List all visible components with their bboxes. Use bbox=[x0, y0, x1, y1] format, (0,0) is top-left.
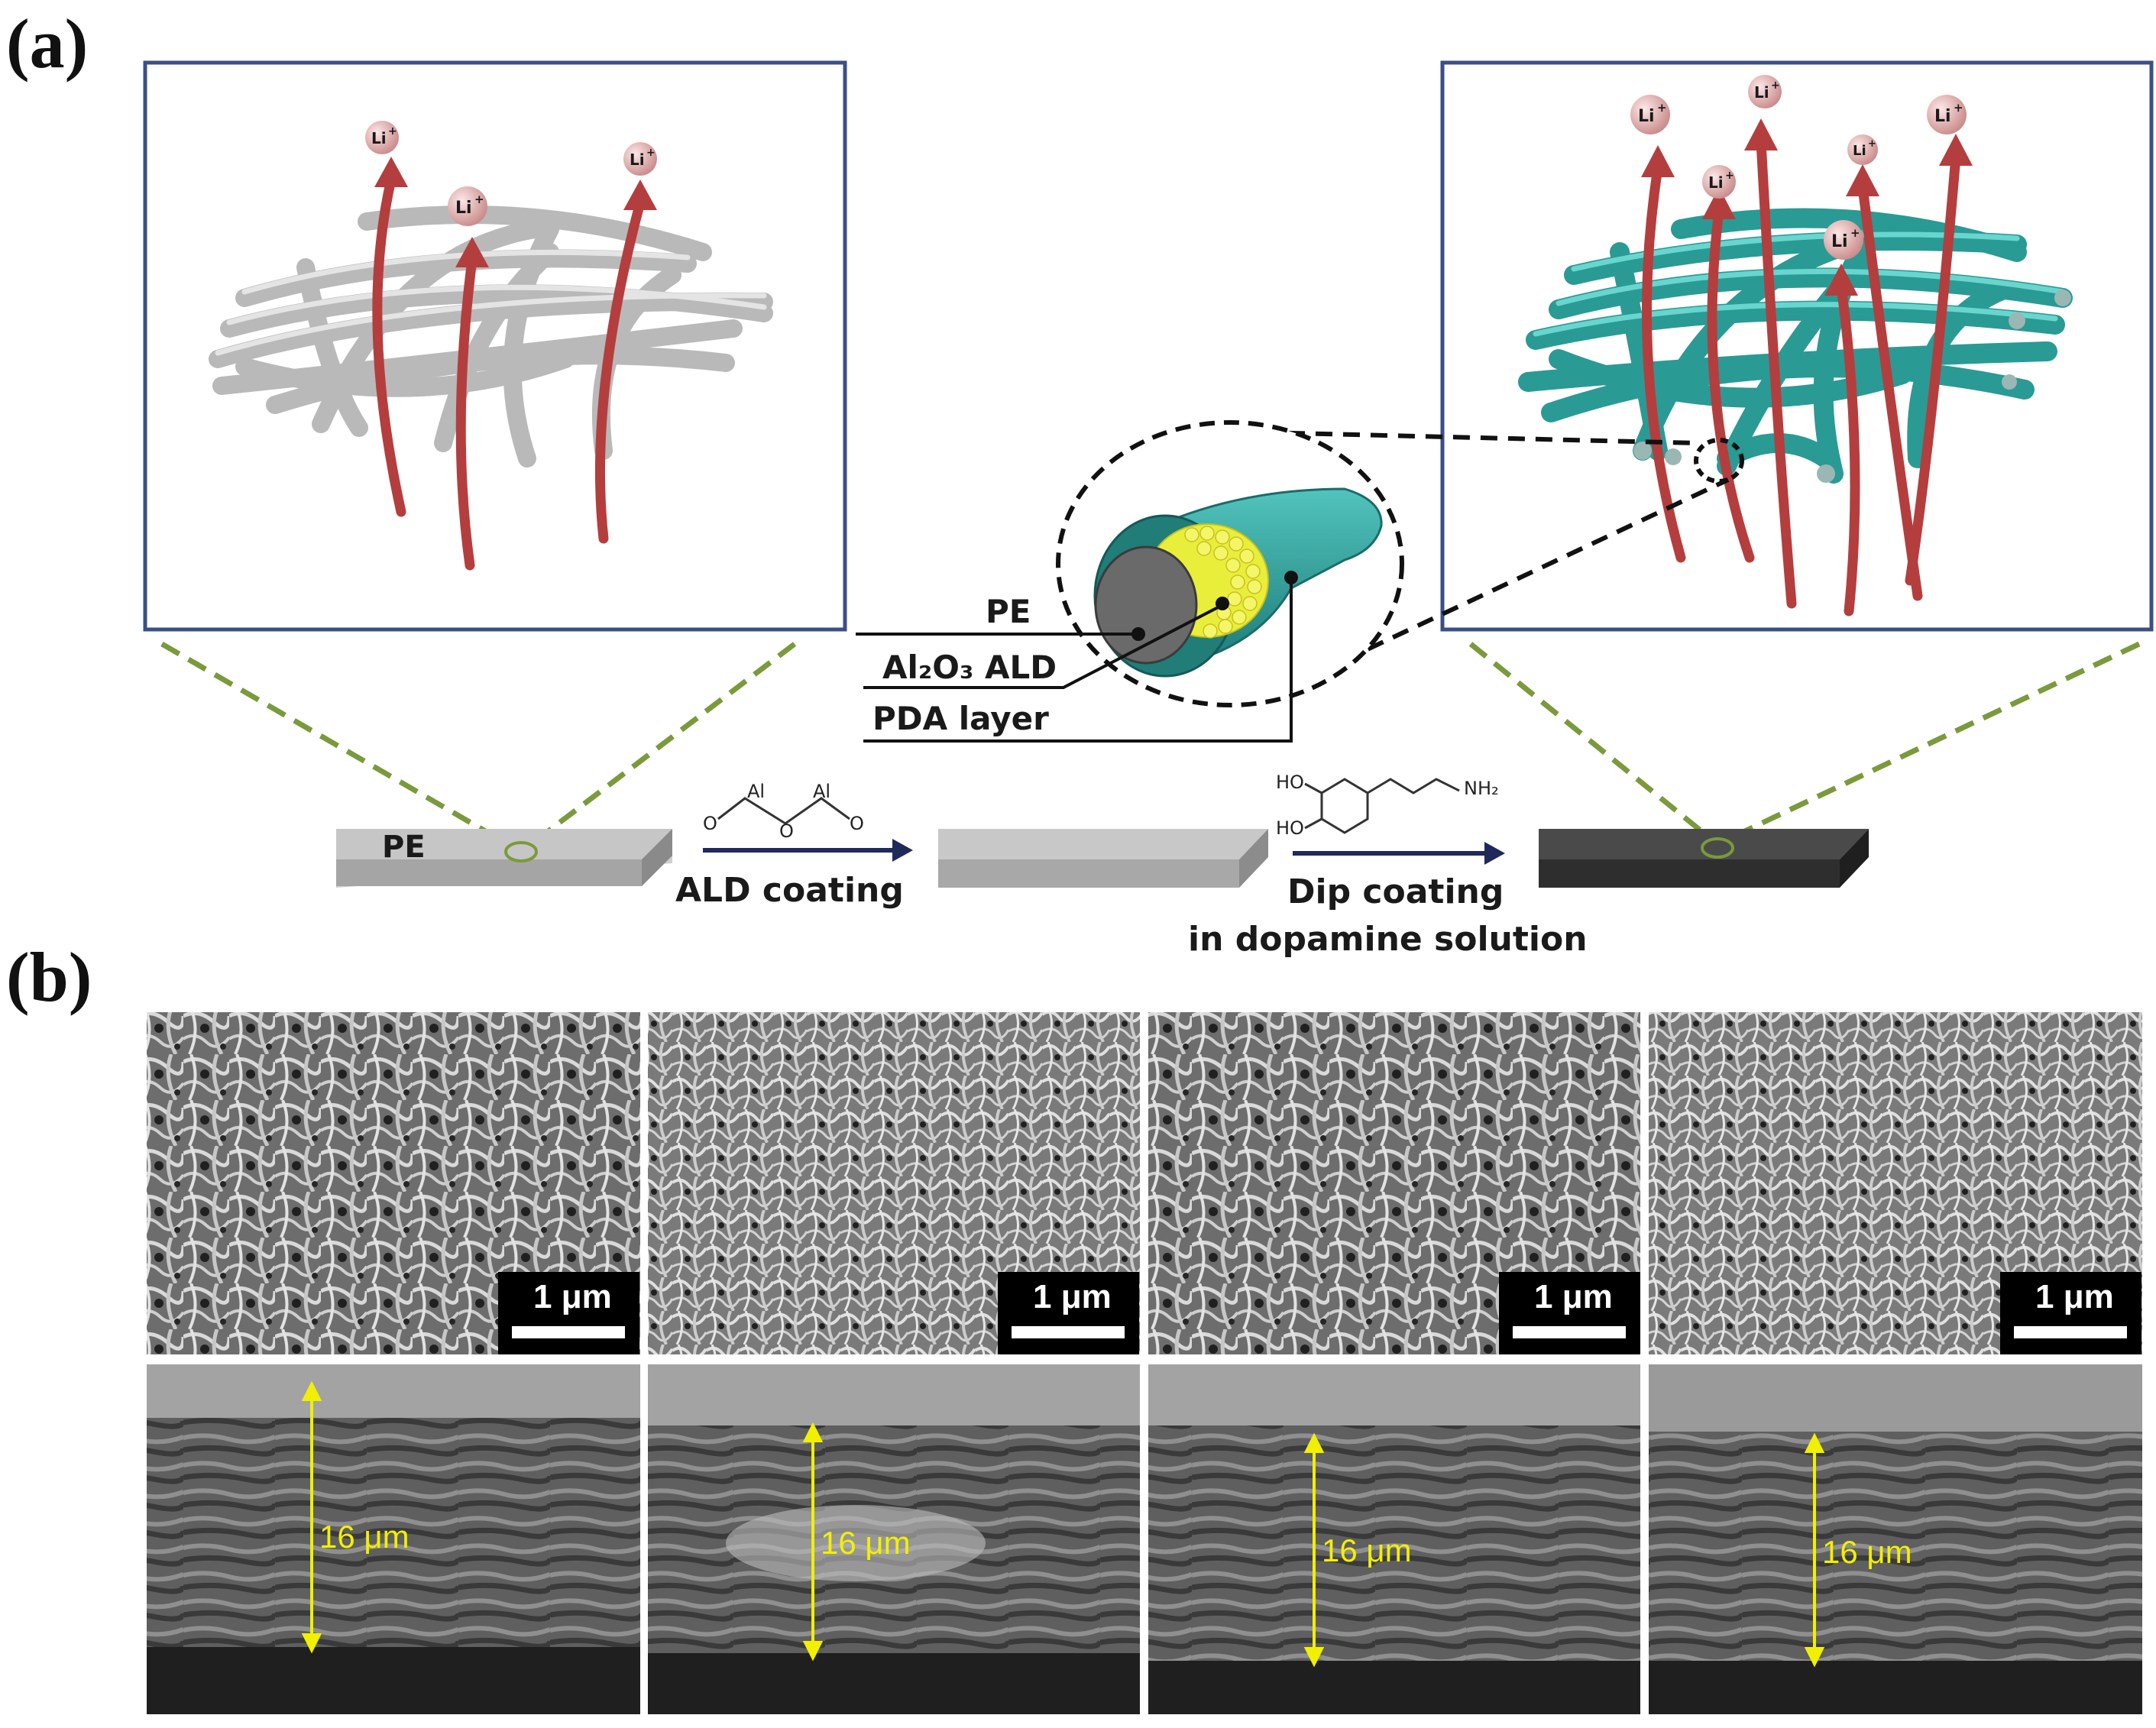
scale-bar bbox=[1513, 1326, 1626, 1338]
zoom-guide-lines bbox=[160, 641, 2141, 855]
li-ion: Li+ bbox=[1927, 95, 1967, 134]
svg-text:Li: Li bbox=[1934, 107, 1951, 126]
coated-fiber-box: Li+ Li+ Li+ Li+ Li+ Li+ bbox=[1440, 60, 2154, 632]
dip-step-arrow bbox=[1293, 842, 1505, 865]
li-ion: Li+ bbox=[1630, 95, 1670, 134]
dopamine-ho-top: HO bbox=[1276, 772, 1304, 793]
sem-surface-row: 1 μm 1 μm 1 μm 1 μm bbox=[147, 1012, 2142, 1354]
thickness-label: 16 μm bbox=[1822, 1534, 1912, 1570]
sem-surface-image-1: 1 μm bbox=[147, 1012, 640, 1354]
svg-text:Li: Li bbox=[371, 129, 387, 147]
scale-bar-label: 1 μm bbox=[2035, 1278, 2114, 1315]
teal-fiber-ends bbox=[1633, 290, 2071, 483]
ald-step-arrow bbox=[703, 839, 913, 862]
svg-text:+: + bbox=[1725, 170, 1734, 182]
pe-slab: PE bbox=[336, 829, 672, 888]
gray-fiber-highlights bbox=[215, 249, 767, 356]
layer-pointer-dots bbox=[1131, 571, 1298, 641]
svg-text:Li: Li bbox=[630, 150, 645, 169]
scale-bar-label: 1 μm bbox=[533, 1278, 612, 1315]
li-ion: Li+ bbox=[1824, 220, 1863, 260]
svg-text:+: + bbox=[474, 193, 484, 206]
thickness-marker bbox=[1804, 1432, 1825, 1668]
sem-cross-section-1: 16 μm bbox=[147, 1364, 640, 1714]
scale-bar-label: 1 μm bbox=[1534, 1278, 1613, 1315]
label-ald-layer: Al₂O₃ ALD bbox=[882, 649, 1057, 686]
sem-surface-image-3: 1 μm bbox=[1148, 1012, 1640, 1354]
sem-cross-section-4: 16 μm bbox=[1649, 1364, 2142, 1714]
thickness-label: 16 μm bbox=[319, 1519, 410, 1555]
pda-coated-slab bbox=[1539, 829, 1869, 888]
svg-text:Li: Li bbox=[1754, 83, 1769, 102]
svg-text:+: + bbox=[1850, 226, 1860, 240]
dopamine-structure: HO HO NH₂ bbox=[1276, 772, 1499, 839]
dopamine-ho-bottom: HO bbox=[1276, 817, 1304, 839]
sem-surface-image-4: 1 μm bbox=[1649, 1012, 2142, 1354]
svg-text:+: + bbox=[1771, 79, 1780, 92]
label-pe-core: PE bbox=[986, 593, 1031, 630]
fiber-cross-section-zoom: PE Al₂O₃ ALD PDA layer bbox=[856, 420, 1404, 743]
panel-label-a: (a) bbox=[6, 5, 88, 83]
svg-text:+: + bbox=[646, 147, 656, 159]
substrate-label: PE bbox=[382, 830, 426, 865]
thickness-label: 16 μm bbox=[821, 1525, 911, 1561]
svg-text:Li: Li bbox=[455, 199, 472, 218]
ald-particles bbox=[1184, 526, 1262, 639]
label-pda-layer: PDA layer bbox=[872, 700, 1049, 737]
sem-cross-section-row: 16 μm 16 μm 16 μm bbox=[147, 1364, 2142, 1714]
svg-text:+: + bbox=[1868, 138, 1876, 150]
li-ion: Li+ bbox=[1702, 165, 1736, 199]
layer-pointers bbox=[856, 581, 1293, 743]
ald-al-right: Al bbox=[813, 781, 830, 802]
scale-bar bbox=[2014, 1326, 2127, 1338]
panel-label-b: (b) bbox=[6, 938, 92, 1016]
li-ion: Li+ bbox=[1748, 75, 1782, 108]
dip-coating-label-line2: in dopamine solution bbox=[1188, 920, 1588, 959]
ald-precursor-structure: O Al O Al O bbox=[703, 781, 864, 842]
li-ion: Li+ bbox=[623, 142, 657, 176]
svg-text:Li: Li bbox=[1638, 107, 1655, 126]
svg-text:Li: Li bbox=[1708, 173, 1724, 192]
dopamine-amine: NH₂ bbox=[1464, 778, 1499, 799]
sem-cross-section-2: 16 μm bbox=[648, 1364, 1140, 1714]
zoom-source-circle bbox=[1694, 438, 1744, 484]
sem-cross-section-3: 16 μm bbox=[1148, 1364, 1640, 1714]
zoom-connectors bbox=[1260, 430, 1730, 663]
svg-text:+: + bbox=[388, 125, 397, 138]
left-ion-paths bbox=[372, 174, 646, 571]
svg-text:Li: Li bbox=[1853, 143, 1866, 159]
ald-coated-slab bbox=[938, 829, 1268, 888]
svg-text:+: + bbox=[1657, 101, 1667, 115]
pe-fiber-box: Li+ Li+ Li+ bbox=[143, 60, 847, 632]
right-ion-paths bbox=[1641, 136, 1961, 616]
right-li-ions: Li+ Li+ Li+ Li+ Li+ Li+ bbox=[1630, 75, 1967, 260]
scale-bar bbox=[1012, 1326, 1125, 1338]
thickness-marker bbox=[301, 1380, 322, 1654]
li-ion: Li+ bbox=[448, 186, 487, 226]
ald-o-right: O bbox=[850, 813, 864, 834]
process-flow: PE O Al O Al O bbox=[336, 772, 1869, 959]
svg-text:+: + bbox=[1954, 101, 1963, 115]
li-ion: Li+ bbox=[365, 121, 399, 154]
ald-al-left: Al bbox=[747, 781, 765, 802]
left-li-ions: Li+ Li+ Li+ bbox=[365, 121, 657, 226]
left-ion-arrowheads bbox=[374, 157, 657, 267]
svg-text:Li: Li bbox=[1831, 232, 1848, 251]
ald-coating-label: ALD coating bbox=[675, 871, 904, 910]
sem-surface-image-2: 1 μm bbox=[648, 1012, 1140, 1354]
ald-o-left: O bbox=[703, 813, 717, 834]
ald-o-bridge: O bbox=[779, 820, 794, 842]
li-ion: Li+ bbox=[1847, 134, 1878, 165]
scale-bar bbox=[512, 1326, 625, 1338]
thickness-label: 16 μm bbox=[1322, 1532, 1412, 1568]
thickness-marker bbox=[802, 1422, 824, 1662]
scale-bar-label: 1 μm bbox=[1033, 1278, 1112, 1315]
thickness-marker bbox=[1303, 1432, 1325, 1668]
dip-coating-label: Dip coating bbox=[1287, 872, 1504, 911]
right-ion-arrowheads bbox=[1641, 118, 1973, 296]
